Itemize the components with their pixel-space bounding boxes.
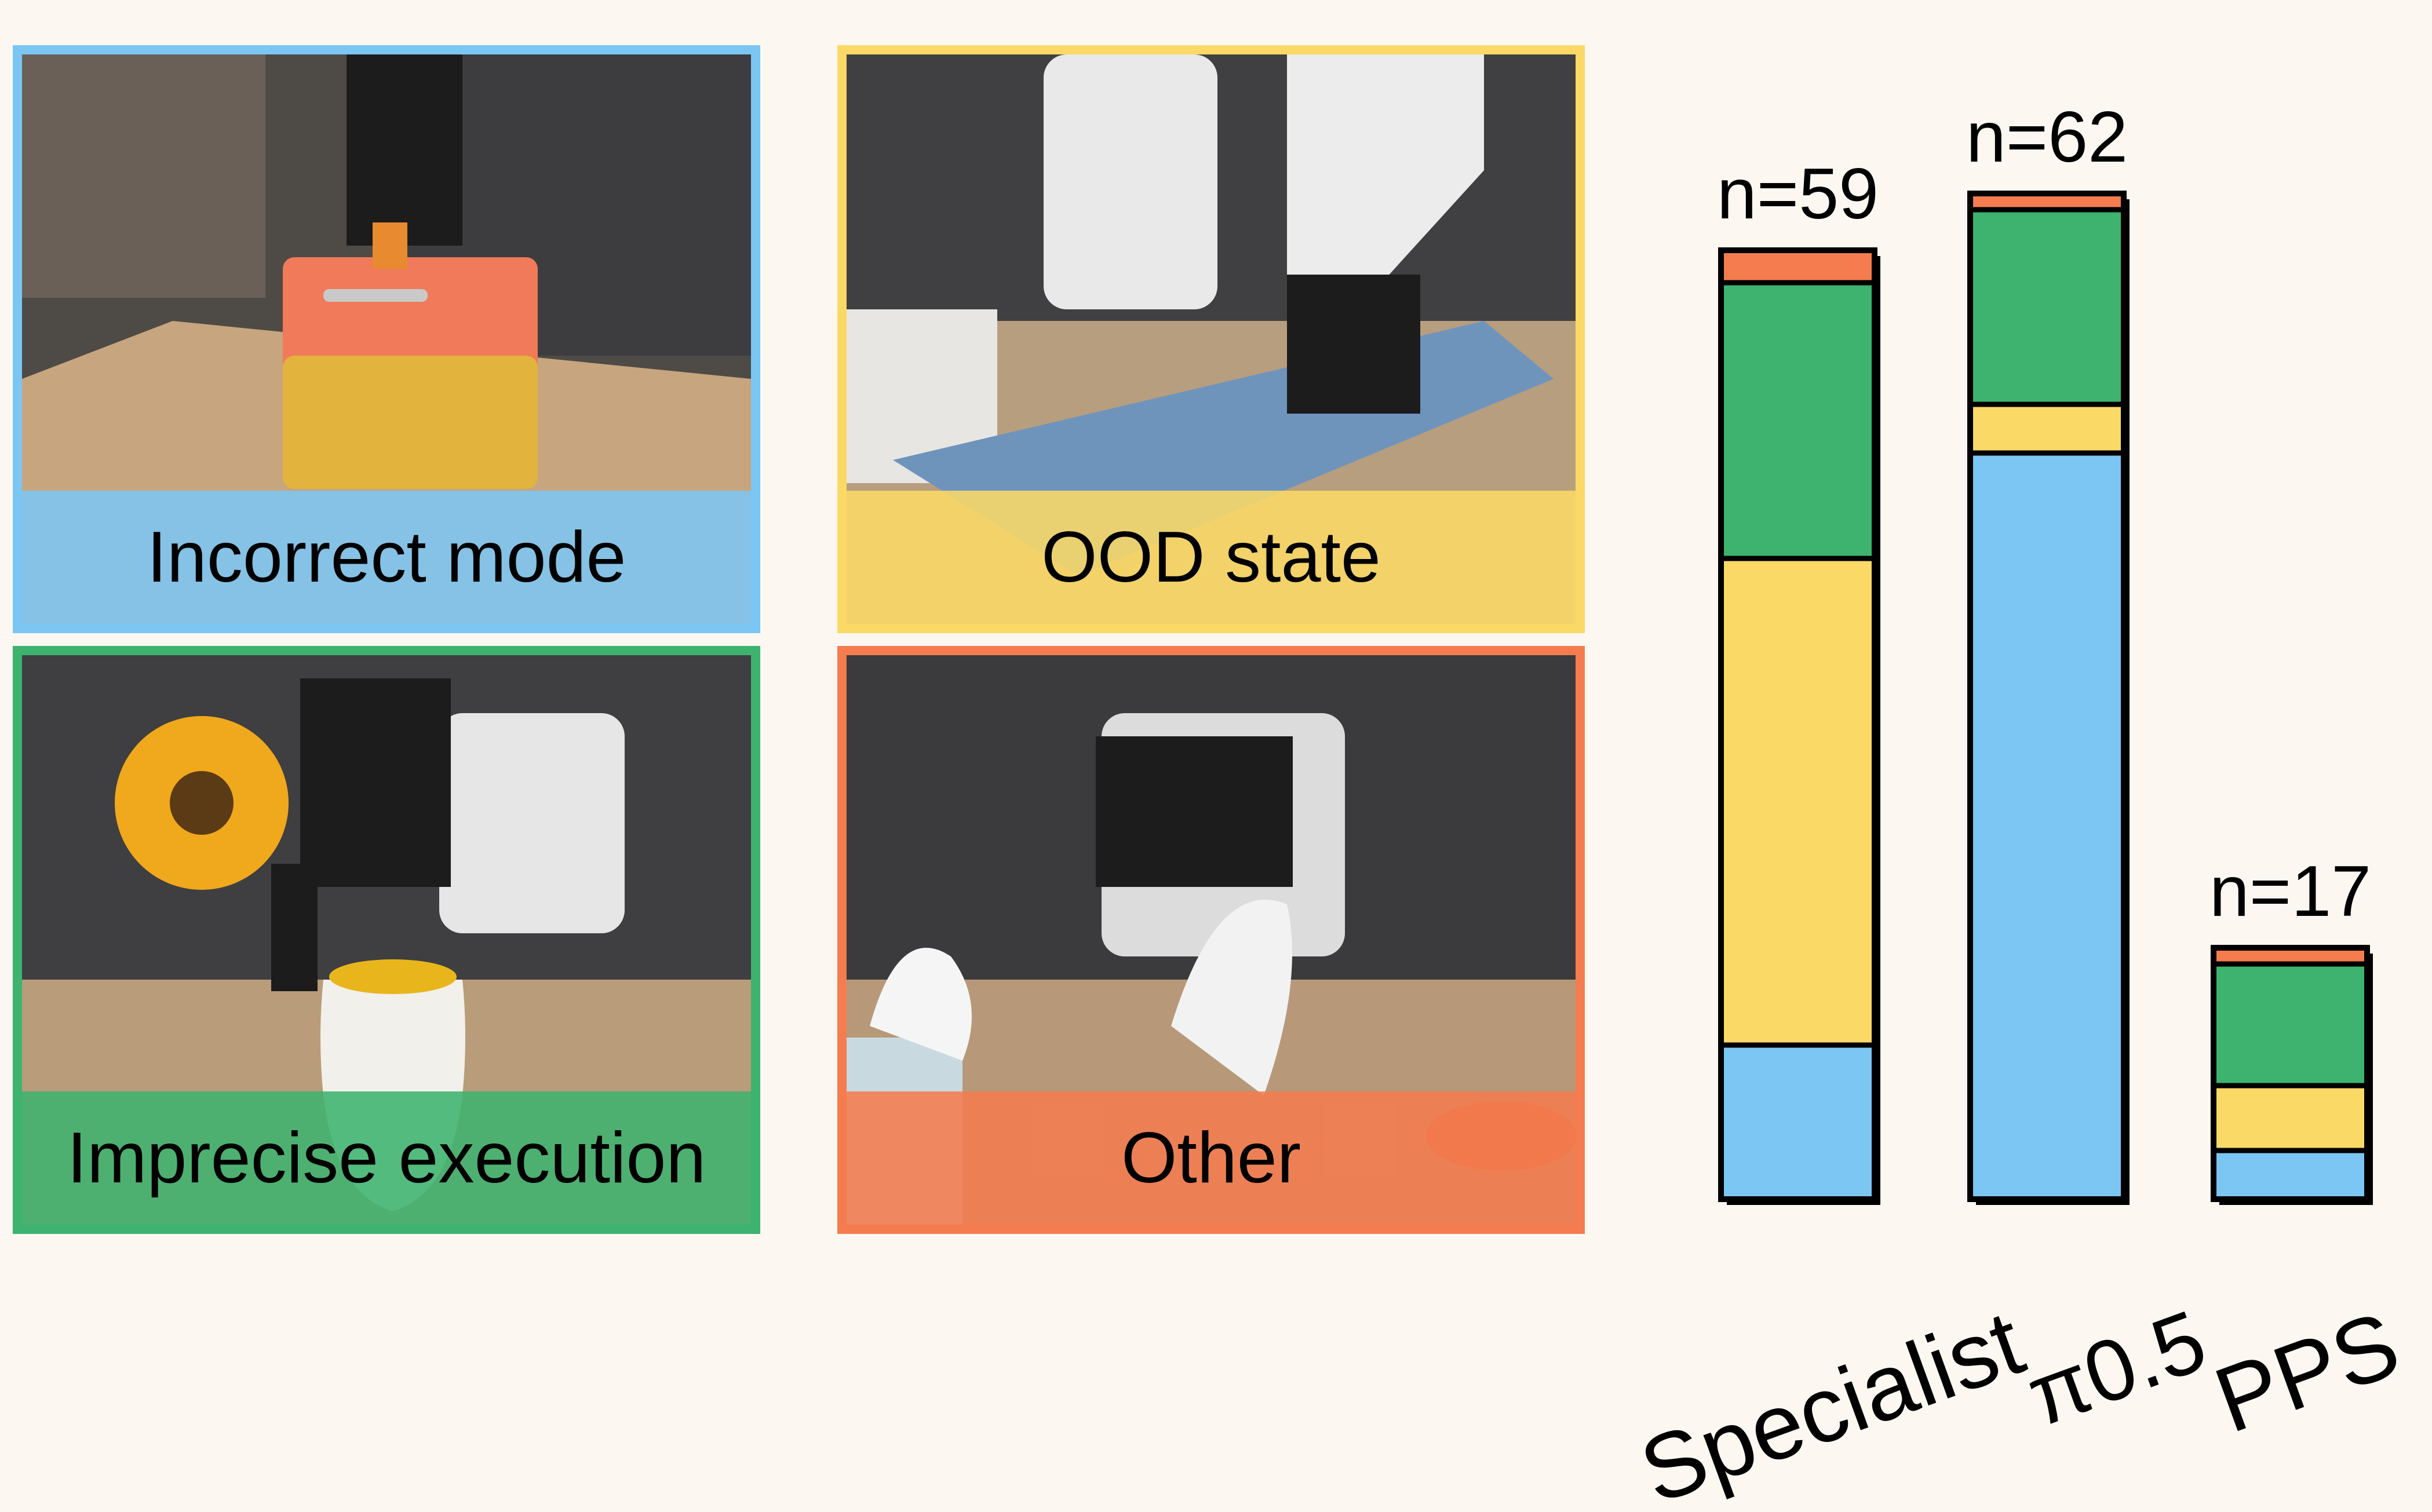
bar-segment-ood-state xyxy=(2211,1083,2370,1153)
caption-imprecise-execution: Imprecise execution xyxy=(22,1091,751,1225)
caption-other: Other xyxy=(847,1091,1576,1225)
bar-total-label: n=17 xyxy=(2209,852,2371,932)
bar-segment-incorrect-mode xyxy=(2211,1148,2370,1202)
bar-segment-other xyxy=(1718,247,1877,286)
category-label: π0.5 xyxy=(2015,1291,2218,1445)
caption-incorrect-mode: Incorrect mode xyxy=(22,491,751,624)
bar-segment-ood-state xyxy=(1718,556,1877,1048)
bar-segment-incorrect-mode xyxy=(1718,1042,1877,1202)
bar-segment-imprecise-execution xyxy=(1967,207,2127,407)
bar-total-label: n=59 xyxy=(1717,154,1879,234)
bar-segment-ood-state xyxy=(1967,401,2127,456)
bar-segment-imprecise-execution xyxy=(1718,280,1877,561)
bar-outline xyxy=(1718,247,1877,1202)
panel-imprecise-execution: Imprecise execution xyxy=(13,646,760,1234)
bar-total-label: n=62 xyxy=(1966,97,2128,177)
bar-segment-incorrect-mode xyxy=(1967,450,2127,1202)
panel-incorrect-mode: Incorrect mode xyxy=(13,45,760,633)
category-label: PPS xyxy=(2202,1291,2412,1452)
panel-other: Other xyxy=(837,646,1585,1234)
bar-outline xyxy=(1967,191,2127,1202)
category-label: Specialist xyxy=(1628,1290,2036,1512)
bar-segment-imprecise-execution xyxy=(2211,961,2370,1089)
bar-outline xyxy=(2211,945,2370,1202)
panel-ood-state: OOD state xyxy=(837,45,1585,633)
caption-ood-state: OOD state xyxy=(847,491,1576,624)
